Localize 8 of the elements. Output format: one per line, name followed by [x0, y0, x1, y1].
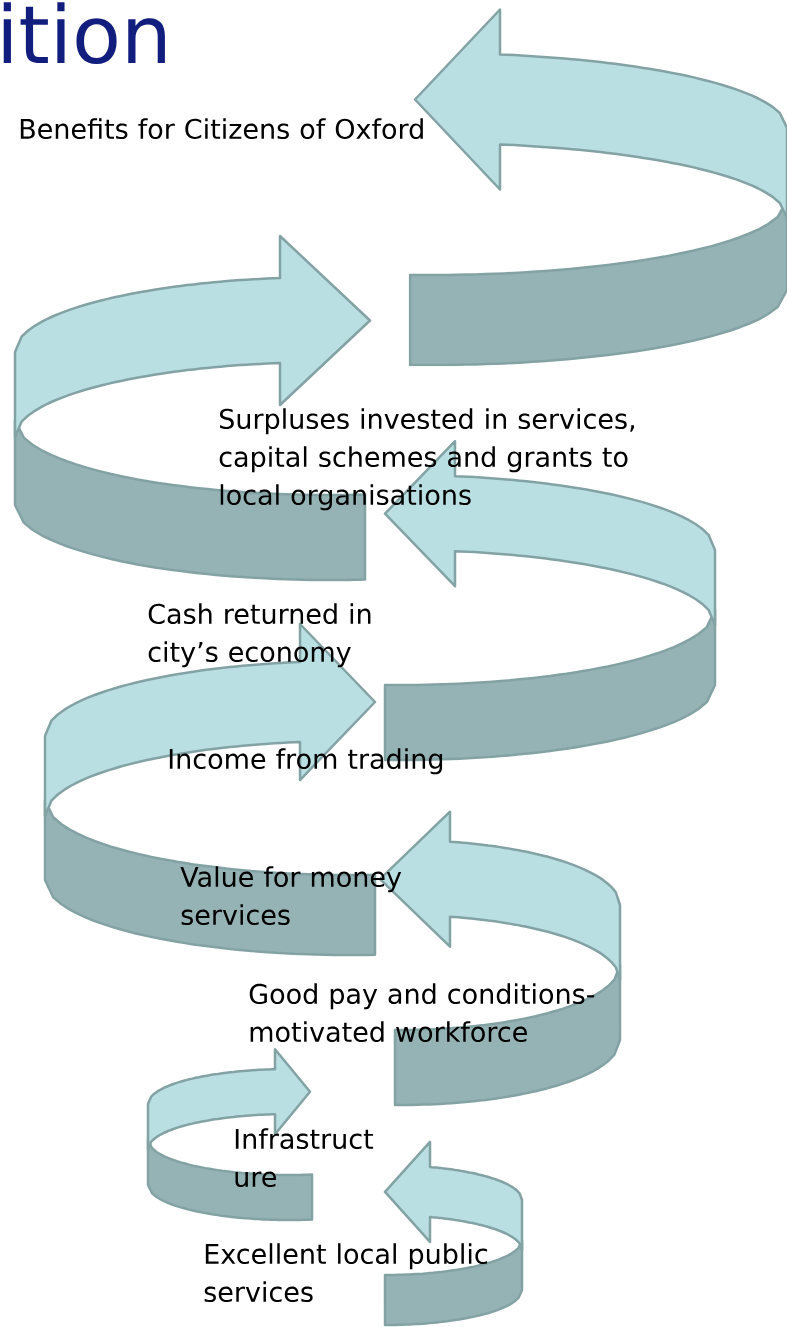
text-label: Surpluses invested in services, capital schemes and grants to local organisations — [219, 408, 634, 511]
text-label: Good pay and conditions- motivated workforce — [249, 983, 595, 1043]
title: ition — [3, 2, 165, 65]
text-label: Cash returned in city’s economy — [148, 603, 371, 668]
text-label: Income from trading — [169, 748, 443, 775]
text-label: Excellent local public services — [204, 1243, 488, 1303]
text-label: Benefits for Citizens of Oxford — [20, 118, 423, 140]
text-label: Infrastruct ure — [235, 1128, 374, 1188]
